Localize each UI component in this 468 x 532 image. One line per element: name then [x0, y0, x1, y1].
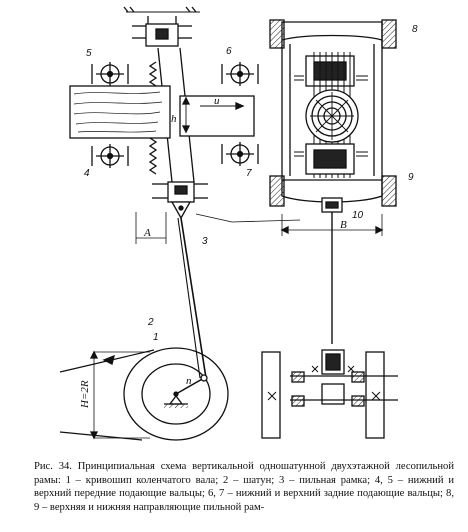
- label-4: 4: [84, 168, 90, 179]
- roller-5: [91, 62, 129, 86]
- label-h: h: [171, 113, 177, 125]
- label-3: 3: [202, 236, 208, 247]
- label-2: 2: [147, 317, 154, 328]
- mechanism-diagram: 1 2 3 4 5 6 7 8 9 10 u h A B n H=2R: [59, 6, 418, 441]
- figure-caption: Рис. 34. Принципиальная схема вертикальн…: [34, 460, 454, 514]
- diagram-labels: 1 2 3 4 5 6 7 8 9 10 u h A B n H=2R: [79, 24, 418, 409]
- roller-4: [91, 144, 129, 168]
- label-H2R: H=2R: [79, 380, 91, 409]
- label-5: 5: [86, 48, 92, 59]
- caption-text: Рис. 34. Принципиальная схема вертикальн…: [34, 461, 454, 513]
- label-10: 10: [352, 210, 364, 221]
- left-elevation-view: [59, 6, 301, 441]
- board: [69, 85, 171, 139]
- label-7: 7: [246, 168, 252, 179]
- label-8: 8: [412, 24, 418, 35]
- label-A: A: [143, 227, 151, 239]
- right-front-view: [261, 19, 398, 439]
- label-1: 1: [153, 332, 159, 343]
- label-u: u: [214, 95, 220, 107]
- label-9: 9: [408, 172, 414, 183]
- label-B: B: [340, 219, 347, 231]
- label-6: 6: [226, 46, 232, 57]
- roller-6: [221, 62, 259, 86]
- top-guide-hatch: [123, 6, 197, 13]
- roller-7: [221, 142, 259, 166]
- label-n: n: [186, 375, 192, 387]
